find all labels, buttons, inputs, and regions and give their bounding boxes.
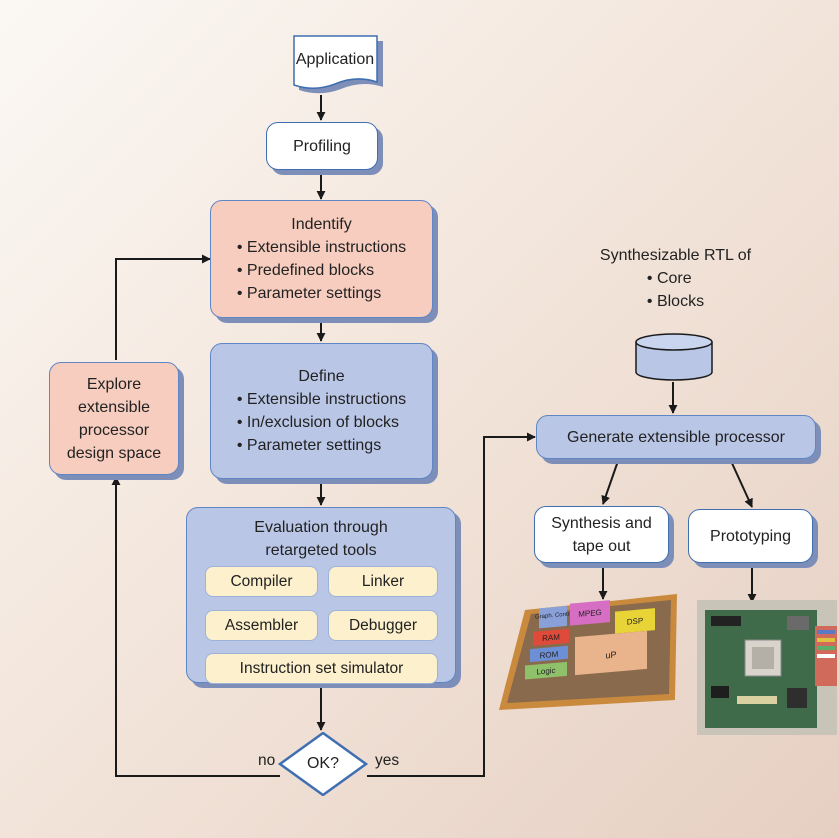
chip-label-logic: Logic	[536, 666, 555, 677]
define-item: Extensible instructions	[237, 388, 406, 411]
evaluation-title-line2: retargeted tools	[265, 542, 377, 559]
edge-label-no: no	[258, 752, 276, 769]
synthesis-line: tape out	[572, 537, 631, 555]
define-node: Define Extensible instructions In/exclus…	[210, 343, 433, 479]
chip-label-graph: Graph. Contr.	[535, 612, 571, 621]
chip-die-image: Graph. Contr. MPEG DSP RAM ROM Logic uP	[499, 594, 677, 710]
profiling-label: Profiling	[293, 137, 351, 155]
edge-label-yes: yes	[375, 752, 400, 769]
rtl-item: Blocks	[647, 290, 704, 313]
database-icon	[634, 332, 714, 382]
define-item: Parameter settings	[237, 434, 406, 457]
arrow-no-to-explore	[111, 476, 280, 777]
evaluation-title-line1: Evaluation through	[254, 519, 388, 536]
synthesis-line: Synthesis and	[551, 514, 652, 532]
document-shape	[293, 35, 383, 94]
prototype-board-image	[697, 600, 837, 735]
rtl-title: Synthesizable RTL of	[599, 247, 752, 264]
prototyping-node: Prototyping	[688, 509, 813, 563]
arrow-generate-to-synthesis	[601, 460, 619, 505]
define-title: Define	[298, 368, 345, 385]
generate-label: Generate extensible processor	[567, 428, 785, 446]
generate-node: Generate extensible processor	[536, 415, 816, 459]
tool-instruction-set-simulator: Instruction set simulator	[205, 653, 438, 684]
synthesis-node: Synthesis and tape out	[534, 506, 669, 563]
chip-label-rom: ROM	[540, 650, 559, 661]
tool-assembler: Assembler	[205, 610, 318, 641]
arrow-generate-to-prototyping	[730, 460, 753, 508]
chip-label-up: uP	[606, 650, 617, 661]
rtl-item: Core	[647, 267, 704, 290]
application-node: Application	[293, 35, 383, 94]
arrow-yes-to-generate	[367, 432, 536, 777]
chip-label-mpeg: MPEG	[578, 608, 602, 619]
rtl-text: Synthesizable RTL of Core Blocks	[588, 244, 763, 313]
define-item: In/exclusion of blocks	[237, 411, 406, 434]
tool-compiler: Compiler	[205, 566, 318, 597]
application-label: Application	[295, 51, 375, 68]
identify-item: Extensible instructions	[237, 236, 406, 259]
prototyping-label: Prototyping	[710, 527, 791, 545]
tool-debugger: Debugger	[328, 610, 438, 641]
chip-label-dsp: DSP	[627, 616, 643, 626]
decision-node: OK?	[277, 731, 369, 797]
tool-linker: Linker	[328, 566, 438, 597]
arrow-explore-to-identify	[115, 254, 211, 360]
explore-line: processor	[78, 421, 150, 439]
decision-label: OK?	[306, 755, 339, 772]
explore-line: extensible	[77, 398, 151, 416]
explore-line: design space	[66, 444, 162, 462]
chip-label-ram: RAM	[542, 632, 560, 643]
explore-line: Explore	[86, 375, 142, 393]
profiling-node: Profiling	[266, 122, 378, 170]
diamond-shape	[277, 731, 369, 797]
identify-item: Predefined blocks	[237, 259, 406, 282]
identify-node: Indentify Extensible instructions Predef…	[210, 200, 433, 318]
identify-title: Indentify	[291, 216, 352, 233]
identify-item: Parameter settings	[237, 282, 406, 305]
explore-node: Explore extensible processor design spac…	[49, 362, 179, 475]
